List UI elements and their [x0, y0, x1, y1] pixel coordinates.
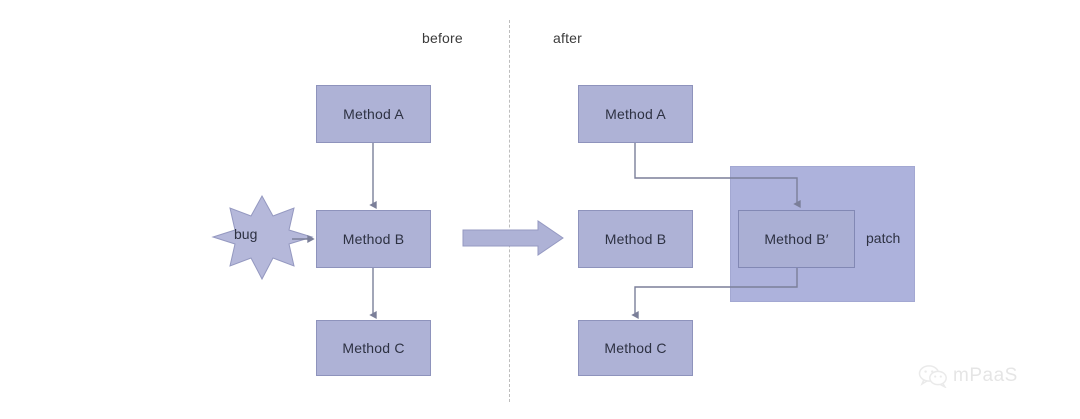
wechat-bubbles-icon [918, 365, 947, 388]
right-method-a-box[interactable]: Method A [578, 85, 693, 143]
right-method-c-box[interactable]: Method C [578, 320, 693, 376]
watermark-text: mPaaS [953, 365, 1018, 386]
vertical-divider [509, 20, 510, 402]
left-method-b-box[interactable]: Method B [316, 210, 431, 268]
right-method-b-prime-box[interactable]: Method B′ [738, 210, 855, 268]
patch-label: patch [866, 230, 901, 246]
bug-star-icon [211, 194, 314, 281]
left-method-a-box[interactable]: Method A [316, 85, 431, 143]
section-label-before: before [422, 30, 463, 46]
right-method-b-box[interactable]: Method B [578, 210, 693, 268]
left-method-c-box[interactable]: Method C [316, 320, 431, 376]
bug-label: bug [234, 226, 258, 242]
transition-block-arrow-icon [462, 220, 564, 256]
section-label-after: after [553, 30, 583, 46]
watermark: mPaaS [918, 364, 1018, 388]
